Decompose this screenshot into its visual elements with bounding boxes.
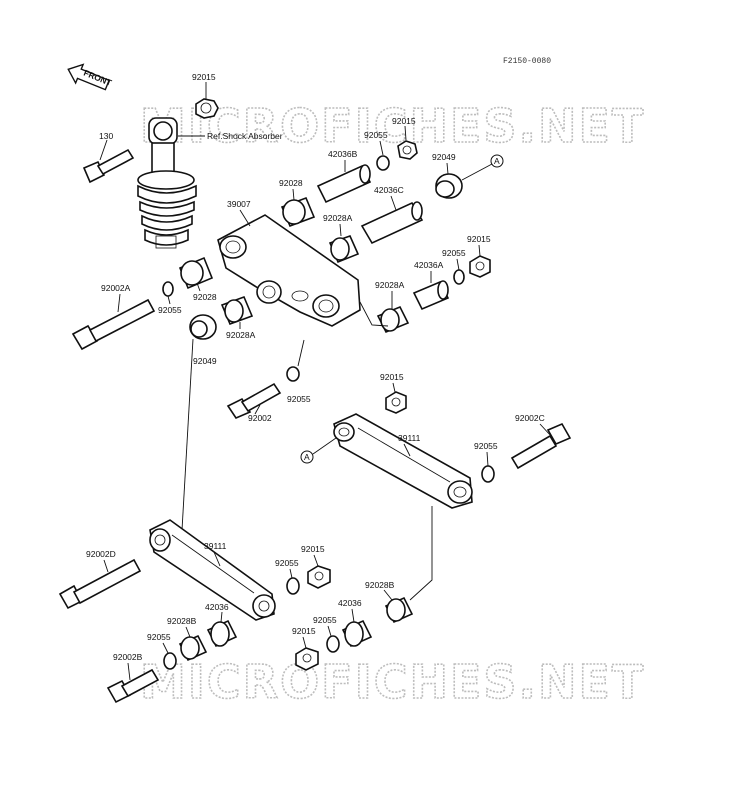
shock-absorber-drawing (137, 117, 197, 249)
label-92055-e: 92055 (474, 441, 498, 451)
part-92028A-bushing-b (220, 295, 254, 326)
label-92002B: 92002B (113, 652, 143, 662)
part-92002A-bolt (71, 298, 156, 351)
part-92002C-bolt (510, 422, 572, 470)
label-92055-f: 92055 (275, 558, 299, 568)
watermark-top: MICROFICHES.NET (140, 99, 645, 153)
part-92055-washer-d (286, 366, 300, 382)
label-92015-b: 92015 (392, 116, 416, 126)
label-39007: 39007 (227, 199, 251, 209)
part-92055-washer-g (163, 652, 177, 670)
label-92055-b: 92055 (442, 248, 466, 258)
label-92028B-left: 92028B (167, 616, 197, 626)
part-92002B-bolt (106, 668, 160, 704)
label-92028-a: 92028 (279, 178, 303, 188)
part-130-bolt (82, 148, 135, 184)
ref-shock-absorber-label: Ref.Shock Absorber (207, 131, 283, 141)
label-92049-right: 92049 (432, 152, 456, 162)
label-42036C: 42036C (374, 185, 404, 195)
label-42036-right: 42036 (338, 598, 362, 608)
label-92055-a: 92055 (364, 130, 388, 140)
part-92028-bushing-b (178, 256, 214, 290)
label-39111-lower: 39111 (204, 541, 227, 551)
label-92055-d: 92055 (287, 394, 311, 404)
part-42036-collar-left (206, 619, 238, 648)
label-92049-left: 92049 (193, 356, 217, 366)
part-92049-seal-right (435, 173, 463, 199)
label-92002: 92002 (248, 413, 272, 423)
part-39111-tie-rod-lower (149, 519, 276, 621)
part-92055-washer-f (286, 577, 300, 595)
part-92002D-bolt (58, 558, 142, 610)
part-92028A-bushing-a (328, 235, 360, 264)
label-92028A-a: 92028A (323, 213, 353, 223)
circle-ref-a-bottom: A (300, 450, 314, 464)
part-42036A-collar (412, 280, 450, 311)
part-42036-collar-right (341, 619, 373, 648)
part-92015-nut-c (469, 255, 491, 278)
part-92055-washer-c (162, 281, 174, 297)
label-42036A: 42036A (414, 260, 444, 270)
label-42036B: 42036B (328, 149, 358, 159)
figure-code: F2150-0080 (503, 57, 551, 66)
part-92015-nut-b (397, 140, 418, 160)
part-39007-rocker-arm (217, 214, 361, 327)
part-92015-nut-e (307, 565, 331, 589)
part-92055-washer-b (453, 269, 465, 285)
label-92002C: 92002C (515, 413, 545, 423)
label-39111-upper: 39111 (398, 433, 421, 443)
label-92028A-c: 92028A (375, 280, 405, 290)
label-92015-d: 92015 (380, 372, 404, 382)
label-92015-e: 92015 (301, 544, 325, 554)
part-92049-seal-left (189, 314, 217, 340)
label-92002A: 92002A (101, 283, 131, 293)
part-92055-washer-h (326, 635, 340, 653)
label-130: 130 (99, 131, 113, 141)
label-92028-b: 92028 (193, 292, 217, 302)
label-92028A-b: 92028A (226, 330, 256, 340)
label-92028B-right: 92028B (365, 580, 395, 590)
part-39111-tie-rod-upper (333, 413, 473, 509)
label-92002D: 92002D (86, 549, 116, 559)
label-92055-c: 92055 (158, 305, 182, 315)
label-92015-f: 92015 (292, 626, 316, 636)
label-92015-c: 92015 (467, 234, 491, 244)
part-92015-nut-top (195, 98, 219, 119)
part-42036B-collar (316, 164, 372, 204)
label-92015-top: 92015 (192, 72, 216, 82)
front-arrow-icon (67, 63, 110, 91)
part-42036C-collar (360, 201, 424, 245)
part-92002-bolt (226, 382, 282, 419)
watermark-bottom: MICROFICHES.NET (140, 655, 645, 709)
part-92028A-bushing-c (376, 305, 410, 334)
part-92028B-bushing-right (384, 596, 414, 624)
part-92055-washer-a (376, 155, 390, 171)
part-92015-nut-d (385, 391, 407, 414)
label-92055-h: 92055 (313, 615, 337, 625)
svg-text:A: A (304, 452, 310, 462)
part-92028-bushing-a (280, 196, 316, 228)
part-92055-washer-e (481, 465, 495, 483)
label-42036-left: 42036 (205, 602, 229, 612)
svg-text:A: A (494, 156, 500, 166)
label-92055-g: 92055 (147, 632, 171, 642)
circle-ref-a-top: A (490, 154, 504, 168)
